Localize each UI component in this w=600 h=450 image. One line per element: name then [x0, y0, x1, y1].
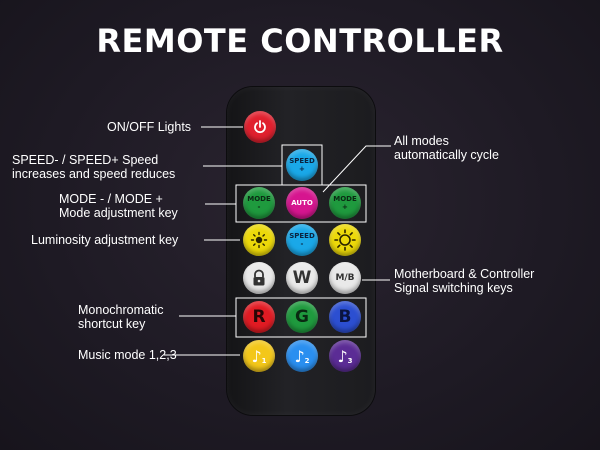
page-title: REMOTE CONTROLLER — [96, 22, 504, 60]
label-mode-line1: MODE - / MODE + — [59, 192, 163, 206]
label-mode: MODE - / MODE + Mode adjustment key — [59, 192, 178, 220]
music-note-icon: ♪ — [337, 346, 348, 366]
music-1-button[interactable]: ♪1 — [243, 340, 275, 372]
speed-minus-sign: - — [300, 240, 304, 248]
music-2-button[interactable]: ♪2 — [286, 340, 318, 372]
motherboard-button[interactable]: M/B — [329, 262, 361, 294]
mode-minus-label: MODE — [247, 195, 271, 203]
mode-plus-button[interactable]: MODE+ — [329, 187, 361, 219]
speed-plus-button[interactable]: SPEED+ — [286, 149, 318, 181]
lock-icon — [253, 269, 265, 286]
music-1-number: 1 — [261, 357, 267, 365]
mode-plus-sign: + — [342, 203, 348, 211]
label-mb-line1: Motherboard & Controller — [394, 267, 535, 281]
label-motherboard: Motherboard & Controller Signal switchin… — [394, 267, 534, 295]
music-3-button[interactable]: ♪3 — [329, 340, 361, 372]
label-speed: SPEED- / SPEED+ Speed increases and spee… — [12, 153, 175, 181]
blue-label: B — [338, 307, 352, 327]
line-allmodes — [322, 145, 391, 193]
label-all-modes: All modes automatically cycle — [394, 134, 499, 162]
label-mono-line1: Monochromatic — [78, 303, 164, 317]
blue-button[interactable]: B — [329, 301, 361, 333]
green-label: G — [295, 307, 309, 327]
mode-plus-label: MODE — [333, 195, 357, 203]
power-icon — [254, 120, 266, 134]
speed-plus-label: SPEED — [289, 157, 315, 165]
mb-label: M/B — [335, 273, 355, 283]
label-mb-line2: Signal switching keys — [394, 281, 513, 295]
label-allmodes-line1: All modes — [394, 134, 449, 148]
red-label: R — [252, 307, 266, 327]
speed-plus-sign: + — [299, 165, 305, 173]
white-button[interactable]: W — [286, 262, 318, 294]
music-note-icon: ♪ — [251, 346, 262, 366]
box-rgb — [235, 297, 367, 338]
brightness-up-button[interactable] — [329, 224, 361, 256]
label-speed-line1: SPEED- / SPEED+ Speed — [12, 153, 159, 167]
auto-label: AUTO — [291, 199, 313, 207]
brightness-down-button[interactable] — [243, 224, 275, 256]
label-luminosity: Luminosity adjustment key — [31, 233, 179, 247]
mode-minus-sign: - — [257, 203, 261, 211]
speed-minus-label: SPEED — [289, 232, 315, 240]
power-button[interactable] — [244, 111, 276, 143]
auto-button[interactable]: AUTO — [286, 187, 318, 219]
box-mode — [235, 184, 367, 223]
green-button[interactable]: G — [286, 301, 318, 333]
red-button[interactable]: R — [243, 301, 275, 333]
label-mode-line2: Mode adjustment key — [59, 206, 178, 220]
music-3-number: 3 — [347, 357, 353, 365]
music-note-icon: ♪ — [294, 346, 305, 366]
speed-minus-button[interactable]: SPEED- — [286, 224, 318, 256]
label-speed-line2: increases and speed reduces — [12, 167, 176, 181]
white-label: W — [292, 268, 312, 288]
label-music: Music mode 1,2,3 — [78, 348, 177, 362]
label-monochromatic: Monochromatic shortcut key — [78, 303, 163, 331]
sun-large-icon — [334, 229, 356, 251]
sun-small-icon — [250, 231, 268, 249]
mode-minus-button[interactable]: MODE- — [243, 187, 275, 219]
label-allmodes-line2: automatically cycle — [394, 148, 499, 162]
label-onoff: ON/OFF Lights — [107, 120, 192, 134]
music-2-number: 2 — [304, 357, 310, 365]
lock-button[interactable] — [243, 262, 275, 294]
label-mono-line2: shortcut key — [78, 317, 146, 331]
